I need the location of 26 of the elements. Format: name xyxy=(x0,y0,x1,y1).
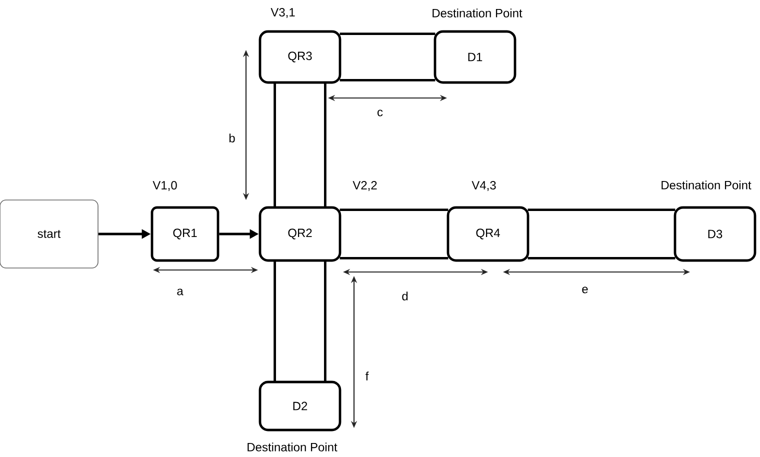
location-box: D2 xyxy=(258,380,342,432)
node-caption: V4,3 xyxy=(472,181,496,191)
dimension-label: d xyxy=(402,292,408,300)
dimension-label: e xyxy=(582,286,588,294)
dimension-label: b xyxy=(229,134,235,142)
node-caption: V1,0 xyxy=(152,181,177,191)
node-caption: Destination Point xyxy=(662,180,752,190)
location-box: D1 xyxy=(434,30,516,84)
node-caption: V2,2 xyxy=(352,181,377,191)
corridor-band xyxy=(274,258,326,384)
corridor-band xyxy=(526,208,676,260)
location-box: QR4 xyxy=(446,206,530,262)
node-caption: V3,1 xyxy=(270,8,295,18)
dimension-label: f xyxy=(366,372,369,380)
location-box: start xyxy=(0,200,98,268)
corridor-band xyxy=(338,32,436,82)
corridor-band xyxy=(274,82,326,208)
node-caption: Destination Point xyxy=(432,8,522,18)
corridor-band xyxy=(338,208,450,260)
location-box: D3 xyxy=(674,206,756,262)
location-box: QR1 xyxy=(150,206,220,262)
dimension-label: a xyxy=(177,288,184,296)
dimension-label: c xyxy=(378,110,383,116)
location-box: QR2 xyxy=(258,206,342,262)
node-caption: Destination Point xyxy=(248,442,338,452)
location-box: QR3 xyxy=(258,30,342,84)
